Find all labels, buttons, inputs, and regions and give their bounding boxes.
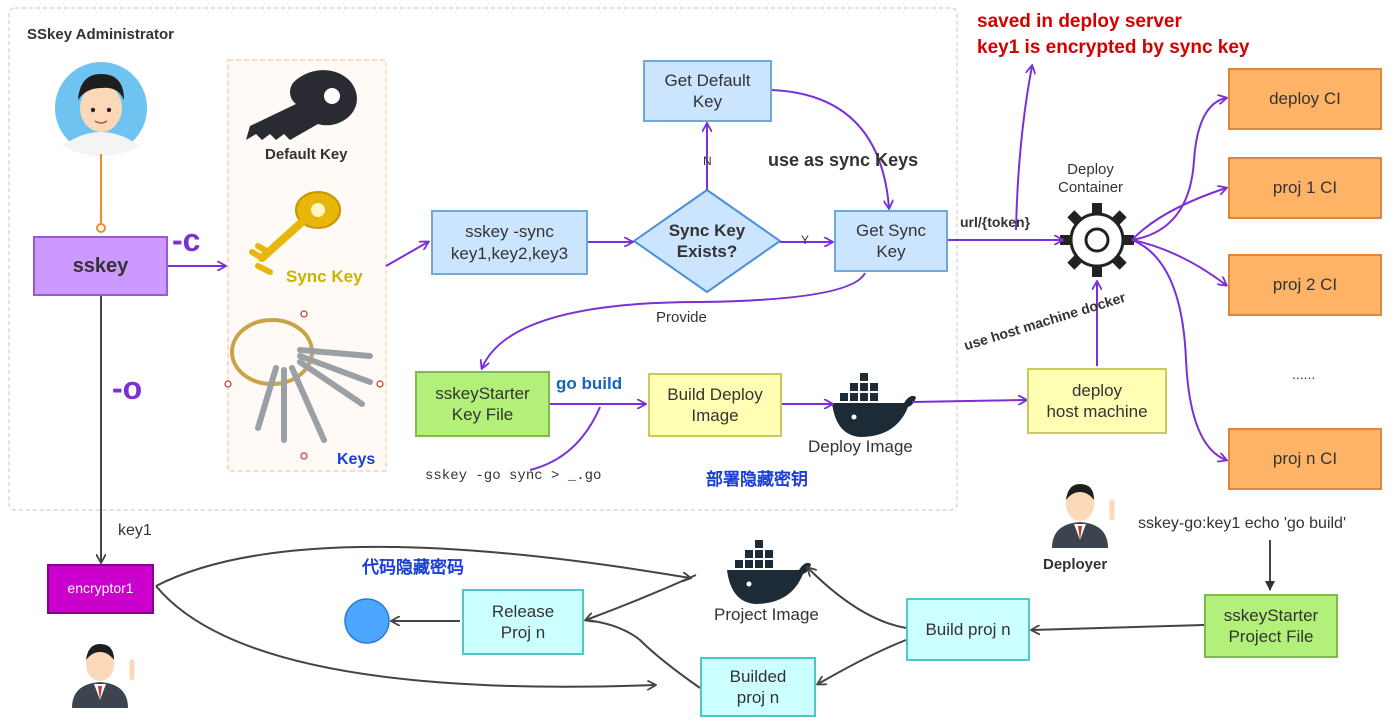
edge-label-y: Y xyxy=(801,233,810,247)
encryptor-person-icon xyxy=(72,644,135,708)
deploy-ci-node[interactable]: deploy CI xyxy=(1228,68,1382,130)
sync-key-label: Sync Key xyxy=(286,267,363,286)
release-proj-n-node[interactable]: Release Proj n xyxy=(462,589,584,655)
deploy-image-docker-icon xyxy=(832,373,916,437)
deployer-person-icon xyxy=(1052,484,1115,548)
keys-label: Keys xyxy=(337,451,376,468)
builded-proj-n-node[interactable]: Builded proj n xyxy=(700,657,816,717)
proj-2-ci-node[interactable]: proj 2 CI xyxy=(1228,254,1382,316)
edge-label-n: N xyxy=(703,154,712,168)
dark-arrows xyxy=(101,296,1275,688)
end-circle xyxy=(344,598,390,644)
use-as-sync-keys-label: use as sync Keys xyxy=(768,150,919,170)
cn-code-label: 代码隐藏密码 xyxy=(362,558,464,577)
go-build-label: go build xyxy=(556,374,623,393)
deploy-container-label: Deploy Container xyxy=(1058,161,1124,196)
saved-in-deploy-server-label: saved in deploy server xyxy=(977,11,1182,32)
sskey-node[interactable]: sskey xyxy=(33,236,168,296)
sskeystarter-key-file-node[interactable]: sskeyStarter Key File xyxy=(415,371,550,437)
echo-command-label: sskey-go:key1 echo 'go build' xyxy=(1138,515,1347,532)
deploy-image-label: Deploy Image xyxy=(808,437,913,456)
default-key-label: Default Key xyxy=(265,146,348,163)
flag-c: -c xyxy=(172,222,201,258)
url-token-label: url/{token} xyxy=(960,214,1031,230)
sync-key-exists-diamond xyxy=(632,188,782,294)
get-sync-key-node[interactable]: Get Sync Key xyxy=(834,210,948,272)
go-command-label: sskey -go sync > _.go xyxy=(425,468,602,484)
sskey-sync-node[interactable]: sskey -sync key1,key2,key3 xyxy=(431,210,588,275)
admin-avatar xyxy=(55,62,147,156)
project-image-label: Project Image xyxy=(714,605,819,624)
default-key-icon xyxy=(246,70,357,140)
build-proj-n-node[interactable]: Build proj n xyxy=(906,598,1030,661)
cn-deploy-label: 部署隐藏密钥 xyxy=(706,470,808,489)
build-deploy-image-node[interactable]: Build Deploy Image xyxy=(648,373,782,437)
proj-n-ci-node[interactable]: proj n CI xyxy=(1228,428,1382,490)
sskeystarter-project-file-node[interactable]: sskeyStarter Project File xyxy=(1204,594,1338,658)
admin-title: SSkey Administrator xyxy=(27,26,174,43)
ellipsis-label: ...... xyxy=(1292,366,1316,382)
project-image-docker-icon xyxy=(727,540,811,604)
sync-key-exists-label[interactable]: Sync Key Exists? xyxy=(668,220,746,261)
encryptor1-node[interactable]: encryptor1 xyxy=(47,564,154,614)
provide-label: Provide xyxy=(656,309,707,326)
purple-arrows xyxy=(168,66,1226,471)
flag-o: -o xyxy=(112,370,143,406)
admin-container xyxy=(8,7,958,511)
deploy-host-machine-node[interactable]: deploy host machine xyxy=(1027,368,1167,434)
deployer-label: Deployer xyxy=(1043,556,1108,573)
proj-1-ci-node[interactable]: proj 1 CI xyxy=(1228,157,1382,219)
sync-key-icon xyxy=(249,191,341,275)
keys-bunch-icon xyxy=(224,310,384,460)
deploy-container-gear-icon xyxy=(1060,203,1134,277)
key1-encrypted-label: key1 is encrypted by sync key xyxy=(977,37,1250,58)
get-default-key-node[interactable]: Get Default Key xyxy=(643,60,772,122)
key1-label: key1 xyxy=(118,522,152,539)
